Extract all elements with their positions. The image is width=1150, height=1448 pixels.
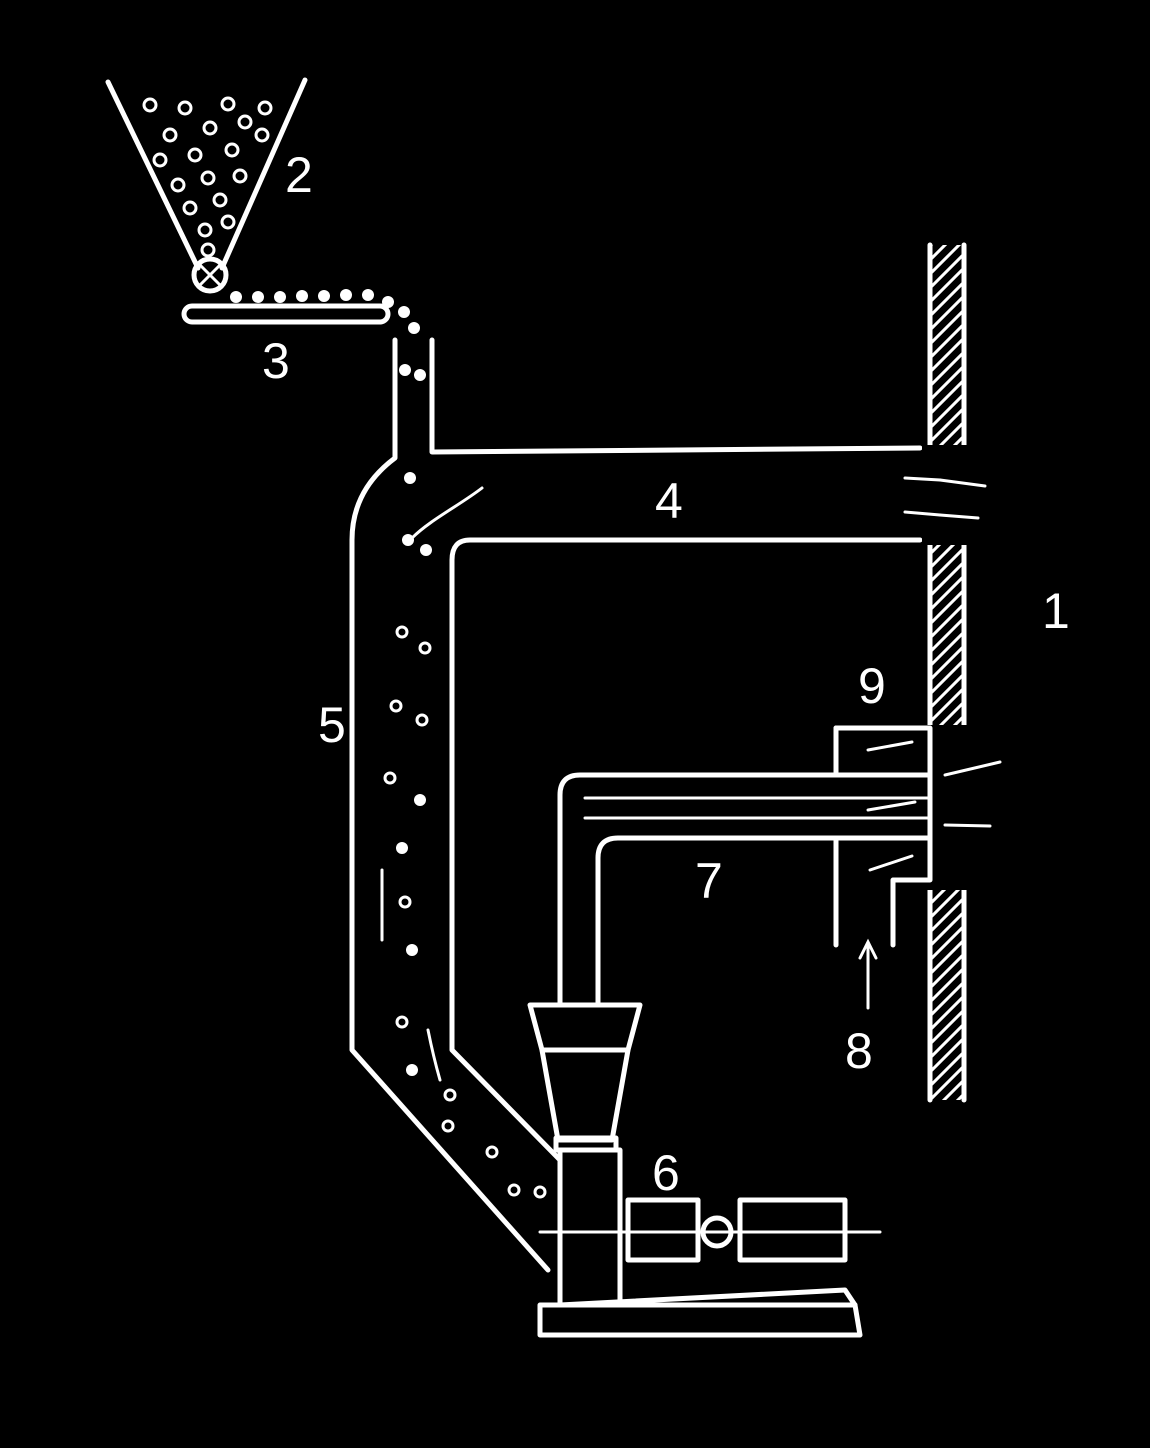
hopper-granules (142, 96, 273, 258)
wall (903, 242, 987, 1103)
label-4: 4 (655, 473, 683, 529)
belt-conveyor (181, 289, 420, 334)
label-8: 8 (845, 1023, 873, 1079)
label-1: 1 (1042, 583, 1070, 639)
label-3: 3 (262, 333, 290, 389)
blower-unit (527, 1002, 882, 1338)
hopper (105, 77, 308, 294)
air-duct (349, 337, 923, 1273)
mixing-pipe (557, 725, 1002, 1010)
label-6: 6 (652, 1145, 680, 1201)
duct-granules (383, 364, 547, 1199)
label-2: 2 (285, 147, 313, 203)
label-5: 5 (318, 697, 346, 753)
label-9: 9 (858, 658, 886, 714)
label-7: 7 (695, 853, 723, 909)
